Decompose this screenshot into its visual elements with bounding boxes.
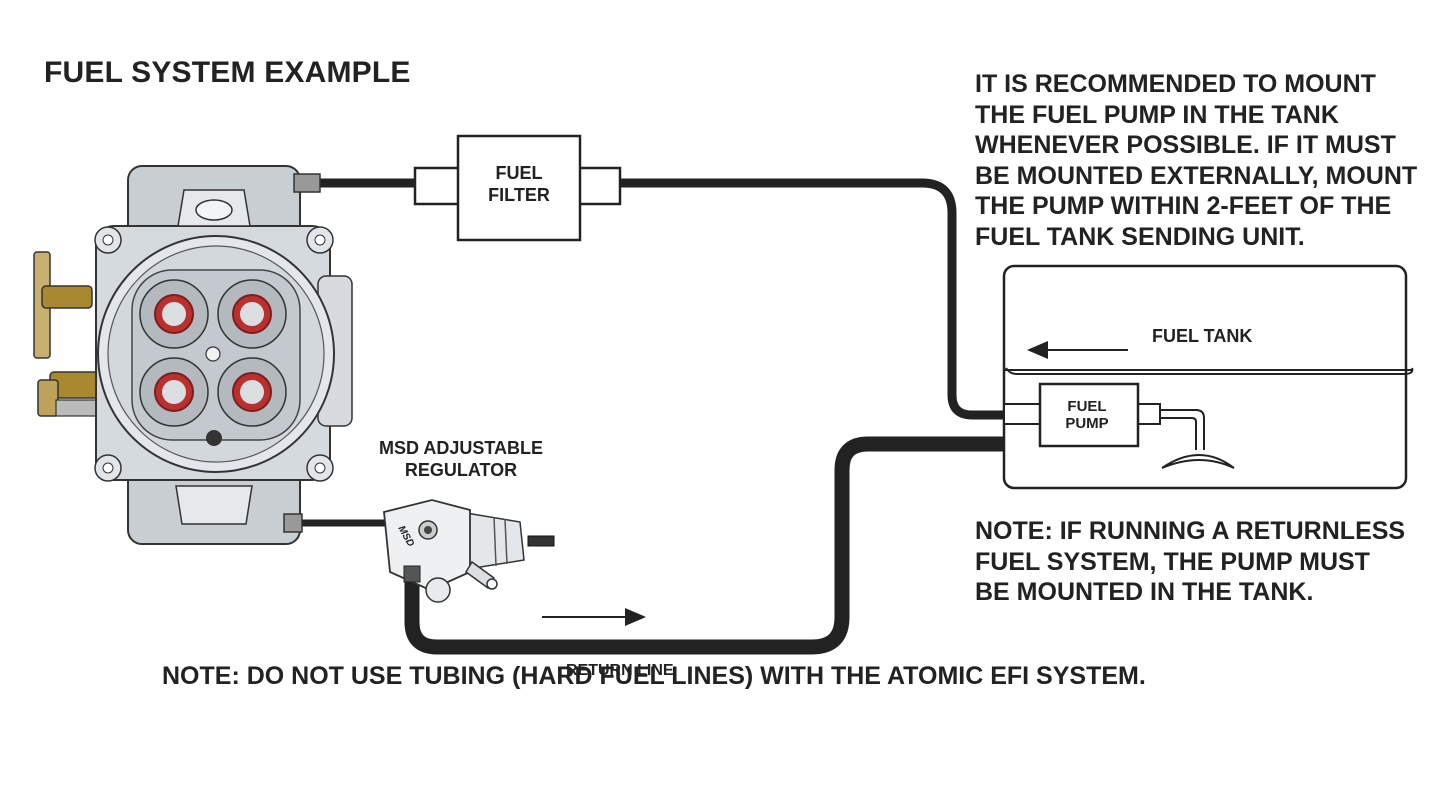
note-returnless-system: NOTE: IF RUNNING A RETURNLESS FUEL SYSTE…	[975, 517, 1406, 606]
fuel-pickup	[1160, 409, 1205, 450]
arrow-right-icon	[542, 608, 646, 626]
fuel-filter-label-2: FILTER	[488, 185, 550, 205]
throttle-linkage	[33, 251, 103, 417]
throttle-body	[33, 165, 353, 545]
fuel-tank-label: FUEL TANK	[1152, 326, 1252, 346]
throttle-bores	[139, 279, 287, 427]
note-no-hard-lines: NOTE: DO NOT USE TUBING (HARD FUEL LINES…	[162, 662, 1146, 690]
fuel-pump: FUEL PUMP	[1003, 382, 1235, 469]
note-mount-pump-in-tank: IT IS RECOMMENDED TO MOUNT THE FUEL PUMP…	[975, 70, 1418, 251]
fuel-pump-label-2: PUMP	[1065, 415, 1108, 432]
fuel-tank: FUEL TANK	[1002, 264, 1414, 490]
return-line-label: RETURN LINE	[566, 662, 674, 679]
return-line	[404, 436, 1012, 655]
supply-line-to-pump	[613, 178, 1009, 420]
fuel-pump-label-1: FUEL	[1067, 398, 1106, 415]
arrow-left-icon	[1027, 341, 1128, 359]
regulator-label-2: REGULATOR	[405, 460, 517, 480]
fuel-filter-label-1: FUEL	[496, 163, 543, 183]
fuel-lines	[291, 178, 1012, 655]
tank-fuel-level-line	[1005, 367, 1414, 375]
regulator-label-1: MSD ADJUSTABLE	[379, 438, 543, 458]
fuel-pickup-sock	[1161, 454, 1235, 469]
fuel-filter: FUEL FILTER	[413, 134, 622, 242]
fuel-regulator: MSD ADJUSTABLE REGULATOR MSD	[379, 438, 555, 603]
page-title: FUEL SYSTEM EXAMPLE	[44, 56, 411, 89]
